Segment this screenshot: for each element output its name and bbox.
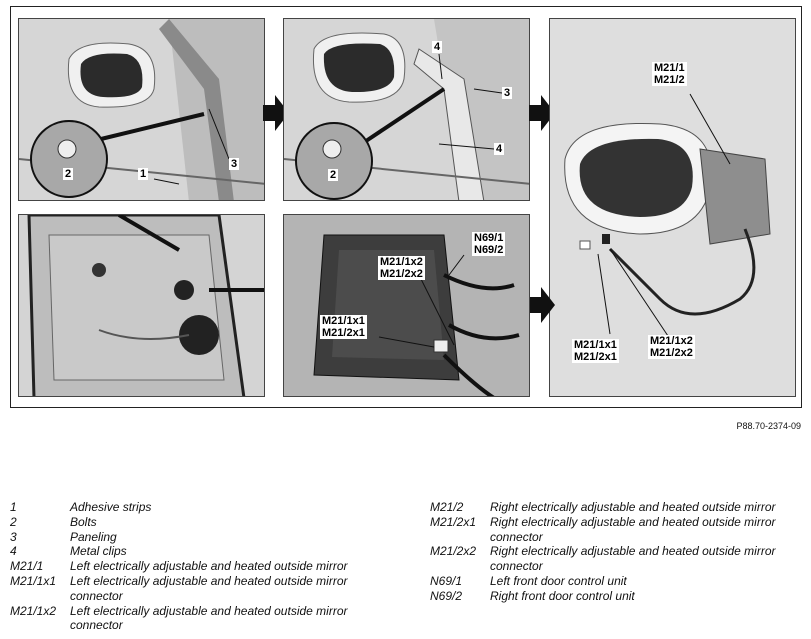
legend-code: M21/1x1 — [10, 573, 57, 588]
legend-code: 3 — [10, 529, 17, 544]
legend-description: Metal clips — [70, 544, 127, 559]
legend-description: Left electrically adjustable and heated … — [70, 603, 348, 633]
legend-description: Right front door control unit — [490, 588, 635, 603]
callout-control-unit-right: N69/2 — [472, 244, 506, 256]
legend-item: 1 Adhesive strips — [10, 500, 410, 515]
legend-code: N69/2 — [430, 588, 463, 603]
panel-3-illustration — [550, 19, 795, 396]
legend-item: M21/1 Left electrically adjustable and he… — [10, 559, 410, 574]
legend-description: Left electrically adjustable and heated … — [70, 573, 348, 603]
callout-connector-x2-left: M21/1x2 — [648, 335, 695, 347]
legend-item: M21/2x2 Right electrically adjustable and… — [430, 544, 800, 574]
legend-item: 2 Bolts — [10, 515, 410, 530]
legend-item: N69/2 Right front door control unit — [430, 589, 800, 604]
callout-metal-clips-bottom: 4 — [494, 143, 505, 155]
legend-description: Paneling — [70, 529, 117, 544]
technical-illustration: 2 1 3 4 3 4 2 — [10, 6, 802, 408]
legend-item: 3 Paneling — [10, 530, 410, 545]
legend-description: Left electrically adjustable and heated … — [70, 559, 348, 574]
callout-control-unit-left: N69/1 — [472, 232, 506, 244]
step-arrow-3 — [529, 287, 555, 323]
legend-code: M21/2x2 — [430, 544, 477, 559]
callout-connector-x2-left: M21/1x2 — [378, 256, 425, 268]
legend-code: 2 — [10, 514, 17, 529]
legend-code: M21/2 — [430, 500, 464, 514]
callout-metal-clips-top: 4 — [432, 41, 443, 53]
legend-code: 1 — [10, 500, 17, 514]
legend-code: M21/1 — [10, 559, 44, 574]
callout-connector-x2-right: M21/2x2 — [648, 347, 695, 359]
callout-connector-x1-right: M21/2x1 — [572, 351, 619, 363]
callout-connector-x1-left: M21/1x1 — [320, 315, 367, 327]
callout-paneling: 3 — [502, 87, 513, 99]
legend-code: N69/1 — [430, 573, 463, 588]
callout-connector-x1-right: M21/2x1 — [320, 327, 367, 339]
legend-column-left: 1 Adhesive strips 2 Bolts 3 Paneling 4 Metal cl… — [10, 500, 410, 633]
legend-description: Left front door control unit — [490, 573, 627, 588]
legend-description: Right electrically adjustable and heated… — [490, 544, 776, 574]
legend-description: Right electrically adjustable and heated… — [490, 514, 776, 544]
panel-4-illustration — [19, 215, 264, 396]
legend-item: 4 Metal clips — [10, 544, 410, 559]
callout-bolts: 2 — [63, 168, 74, 180]
legend-item: M21/2 Right electrically adjustable and h… — [430, 500, 800, 515]
legend-description: Bolts — [70, 514, 97, 529]
callout-mirror-left: M21/1 — [652, 62, 687, 74]
panel-door-control-unit: N69/1 N69/2 M21/1x2 M21/2x2 M21/1x1 M21/… — [283, 214, 530, 397]
legend-description: Right electrically adjustable and heated… — [490, 500, 776, 514]
panel-mirror-assembly: M21/1 M21/2 M21/1x1 M21/2x1 M21/1x2 M21/… — [549, 18, 796, 397]
legend-code: M21/1x2 — [10, 603, 57, 618]
callout-mirror-right: M21/2 — [652, 74, 687, 86]
callout-adhesive-strips: 1 — [138, 168, 149, 180]
callout-connector-x1-left: M21/1x1 — [572, 339, 619, 351]
legend-item: M21/2x1 Right electrically adjustable and… — [430, 515, 800, 545]
callout-connector-x2-right: M21/2x2 — [378, 268, 425, 280]
legend-description: Adhesive strips — [70, 500, 152, 514]
panel-1-illustration — [19, 19, 264, 200]
panel-mirror-removal-step2: 4 3 4 2 — [283, 18, 530, 201]
panel-mirror-removal-step1: 2 1 3 — [18, 18, 265, 201]
panel-door-interior — [18, 214, 265, 397]
legend-code: 4 — [10, 544, 17, 559]
callout-bolts: 2 — [328, 169, 339, 181]
figure-reference-code: P88.70-2374-09 — [736, 421, 801, 431]
callout-paneling: 3 — [229, 158, 240, 170]
legend-item: N69/1 Left front door control unit — [430, 574, 800, 589]
panel-2-illustration — [284, 19, 529, 200]
legend-code: M21/2x1 — [430, 514, 477, 529]
legend-item: M21/1x1 Left electrically adjustable and … — [10, 574, 410, 604]
legend-item: M21/1x2 Left electrically adjustable and … — [10, 604, 410, 634]
